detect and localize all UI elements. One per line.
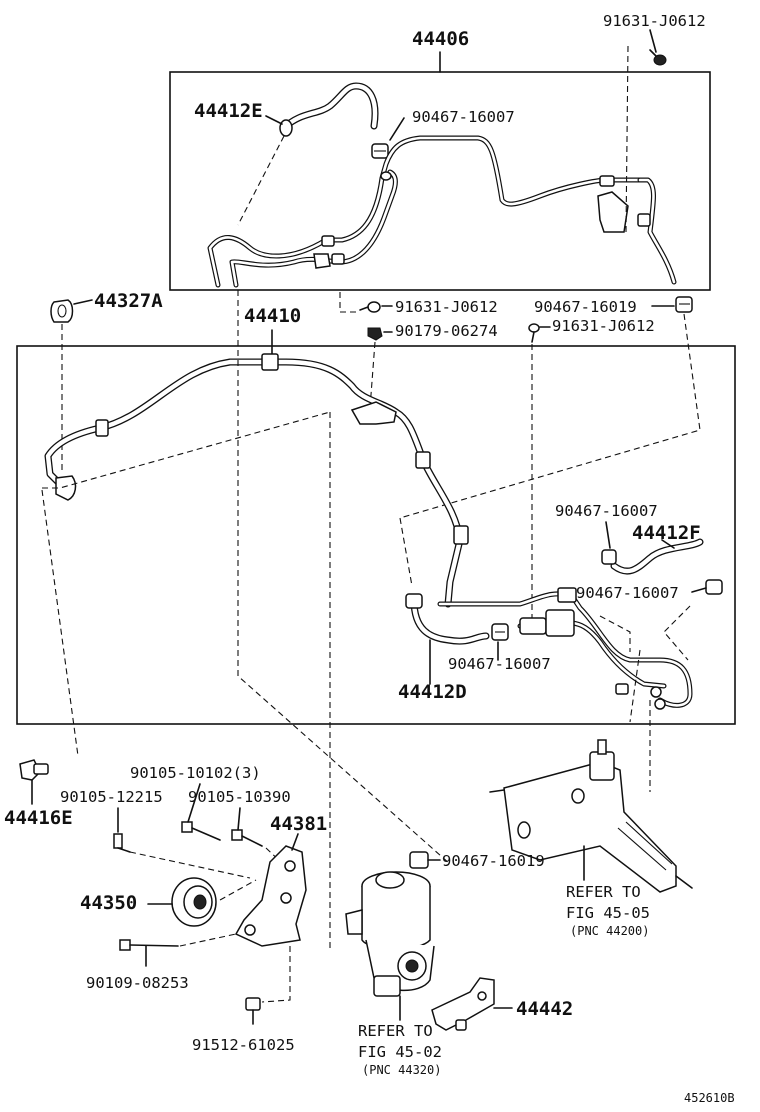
- leader-44412f: [661, 539, 675, 549]
- leader-44327a: [73, 299, 93, 305]
- label-44412d: 44412D: [398, 681, 467, 703]
- hose-44412f: [610, 538, 704, 575]
- bracket-44381: [234, 845, 307, 947]
- label-90105-10102: 90105-10102(3): [130, 764, 261, 782]
- dash-91631-top: [625, 45, 629, 233]
- bolt-91512-61025: [245, 997, 261, 1025]
- label-refer-45-05-pnc: (PNC 44200): [570, 924, 649, 938]
- pipe-assembly-44406: [207, 135, 677, 288]
- dash-clamp-right: [599, 615, 631, 652]
- dash-44412f: [663, 605, 691, 661]
- clamp-90467-16019-top: [675, 296, 693, 313]
- stay-44442: [431, 977, 495, 1031]
- label-90109-08253: 90109-08253: [86, 974, 189, 992]
- dash-90109: [179, 933, 237, 947]
- label-90179-06274: 90179-06274: [395, 322, 498, 340]
- label-refer-45-05-line2: FIG 45-05: [566, 904, 650, 922]
- bolt-91631-j0612-right: [528, 323, 540, 343]
- label-44412f: 44412F: [632, 522, 701, 544]
- clip-44327a: [50, 299, 74, 323]
- label-90105-10390: 90105-10390: [188, 788, 291, 806]
- leader-44412e: [265, 115, 283, 125]
- bolt-90105-10390: [231, 829, 263, 847]
- label-90105-12215: 90105-12215: [60, 788, 163, 806]
- clamp-90467-16007-right: [601, 549, 617, 565]
- label-91631-j0612-top: 91631-J0612: [603, 12, 706, 30]
- bolt-91631-j0612-top: [649, 49, 667, 66]
- hose-44412e: [279, 82, 379, 137]
- label-90467-16007-bottom: 90467-16007: [448, 655, 551, 673]
- leader-90467-16007-right2: [691, 587, 707, 593]
- label-90467-16019-top: 90467-16019: [534, 298, 637, 316]
- leader-90467-16007-right: [605, 521, 611, 549]
- steering-gear: [489, 739, 693, 893]
- label-90467-16007-right: 90467-16007: [555, 502, 658, 520]
- dash-91512: [261, 946, 291, 1003]
- idler-pulley-44350: [171, 877, 217, 927]
- bolt-91631-j0612-mid: [359, 301, 381, 313]
- label-90467-16019-low: 90467-16019: [442, 852, 545, 870]
- label-90467-16007-right2: 90467-16007: [576, 584, 679, 602]
- dash-44350: [219, 879, 257, 901]
- label-refer-45-02-pnc: (PNC 44320): [362, 1063, 441, 1077]
- leader-91631-j0612-top: [649, 29, 657, 53]
- label-44327a: 44327A: [94, 290, 163, 312]
- label-91631-j0612-mid: 91631-J0612: [395, 298, 498, 316]
- leader-44381: [291, 833, 299, 851]
- label-91512-61025: 91512-61025: [192, 1036, 295, 1054]
- dash-pump-return: [237, 290, 451, 865]
- label-44416e: 44416E: [4, 807, 73, 829]
- leader-90105-10390: [237, 807, 241, 831]
- bolt-90105-10102: [181, 821, 221, 841]
- figure-id: 452610B: [684, 1091, 735, 1105]
- label-91631-j0612-right: 91631-J0612: [552, 317, 655, 335]
- label-44406: 44406: [412, 28, 469, 50]
- dash-44416e: [41, 489, 79, 757]
- dash-90105-12215: [129, 851, 251, 879]
- leader-90105-10102: [187, 783, 201, 823]
- dash-91631-mid: [339, 292, 360, 313]
- label-refer-45-05-line1: REFER TO: [566, 883, 641, 901]
- bolt-90105-12215: [113, 833, 131, 853]
- bolt-44416e: [19, 759, 49, 781]
- power-steering-pump: [345, 871, 435, 997]
- dash-bracket-left: [42, 411, 331, 489]
- nut-90179-06274: [367, 327, 383, 341]
- label-refer-45-02-line2: FIG 45-02: [358, 1043, 442, 1061]
- dash-90467-16019-top: [399, 313, 701, 519]
- hose-44412d: [405, 593, 490, 645]
- dash-pipe-right: [629, 649, 641, 723]
- label-90467-16007-top: 90467-16007: [412, 108, 515, 126]
- clamp-90467-16007-bottom: [491, 623, 509, 641]
- dash-44412d-a: [399, 517, 413, 587]
- leader-90467-16007-top: [389, 117, 405, 141]
- label-44412e: 44412E: [194, 100, 263, 122]
- pressure-hose-44410: [44, 353, 469, 608]
- label-44410: 44410: [244, 305, 301, 327]
- dash-44412e: [237, 135, 285, 226]
- bolt-90109-08253: [119, 939, 179, 951]
- clamp-90467-16019-low: [409, 851, 429, 869]
- clamp-90467-16007-right2: [705, 579, 723, 595]
- label-refer-45-02-line1: REFER TO: [358, 1022, 433, 1040]
- assembly-box-44410: [16, 345, 736, 725]
- label-44442: 44442: [516, 998, 573, 1020]
- label-44350: 44350: [80, 892, 137, 914]
- label-44381: 44381: [270, 813, 327, 835]
- return-pipe-44410: [437, 587, 693, 710]
- clamp-90467-16007-top: [371, 143, 389, 159]
